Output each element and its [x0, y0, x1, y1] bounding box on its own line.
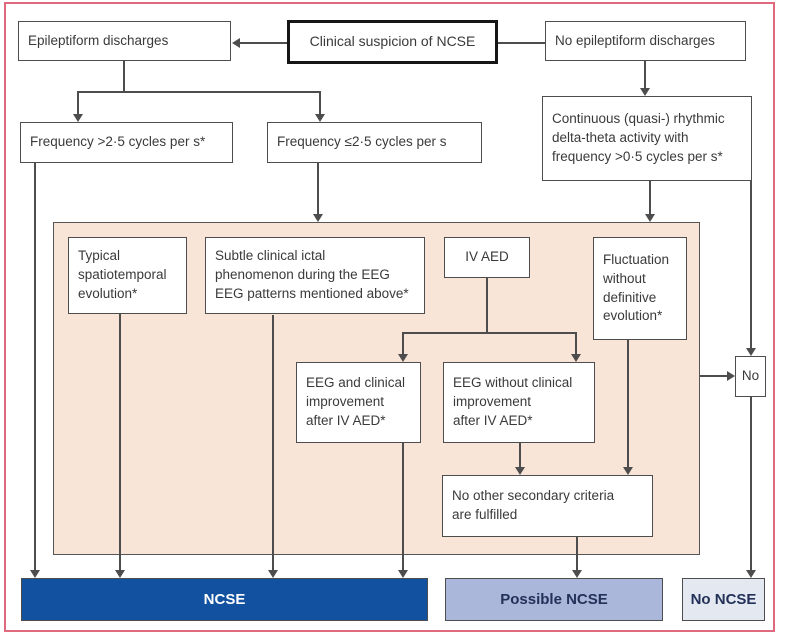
arrowhead-down [623, 467, 633, 475]
connector-line [77, 92, 79, 115]
connector-line [498, 42, 545, 44]
connector-line [576, 537, 578, 571]
connector-line [750, 397, 752, 571]
connector-line [750, 181, 752, 349]
outcome-possible-ncse-bar: Possible NCSE [445, 578, 663, 621]
connector-line [123, 61, 125, 91]
arrowhead-right [727, 371, 735, 381]
connector-line [119, 314, 121, 571]
connector-line [34, 163, 36, 571]
connector-line [402, 333, 404, 355]
figure-border [4, 2, 775, 632]
connector-line [700, 375, 728, 377]
arrowhead-down [572, 570, 582, 578]
arrowhead-left [232, 38, 240, 48]
node-subtle-clinical-ictal: Subtle clinical ictal phenomenon during … [205, 237, 425, 314]
node-frequency-below-2-5: Frequency ≤2·5 cycles per s [267, 122, 482, 163]
arrowhead-down [268, 570, 278, 578]
arrowhead-down [398, 354, 408, 362]
outcome-ncse-bar: NCSE [21, 578, 428, 621]
node-eeg-without-clinical-improvement: EEG without clinical improvement after I… [443, 362, 595, 443]
connector-line [519, 443, 521, 468]
outcome-no-ncse-bar: No NCSE [682, 578, 765, 621]
connector-line [649, 181, 651, 215]
node-iv-aed: IV AED [444, 237, 530, 278]
node-typical-spatiotemporal-evolution: Typical spatiotemporal evolution* [68, 237, 187, 314]
arrowhead-down [115, 570, 125, 578]
node-epileptiform-discharges: Epileptiform discharges [18, 21, 231, 61]
node-frequency-above-2-5: Frequency >2·5 cycles per s* [20, 122, 233, 163]
connector-line [575, 333, 577, 355]
node-no-epileptiform-discharges: No epileptiform discharges [545, 21, 746, 61]
connector-line [77, 91, 321, 93]
node-continuous-rhythmic-activity: Continuous (quasi-) rhythmic delta-theta… [542, 96, 752, 181]
arrowhead-down [645, 214, 655, 222]
connector-line [486, 278, 488, 334]
arrowhead-down [315, 114, 325, 122]
connector-line [317, 163, 319, 215]
connector-line [644, 61, 646, 89]
connector-line [272, 315, 274, 571]
node-fluctuation-without-evolution: Fluctuation without definitive evolution… [593, 237, 687, 340]
arrowhead-down [515, 467, 525, 475]
connector-line [402, 443, 404, 571]
connector-line [402, 332, 577, 334]
node-clinical-suspicion: Clinical suspicion of NCSE [287, 20, 498, 64]
connector-line [240, 42, 287, 44]
arrowhead-down [746, 348, 756, 356]
node-eeg-and-clinical-improvement: EEG and clinical improvement after IV AE… [296, 362, 421, 443]
connector-line [627, 340, 629, 468]
connector-line [319, 92, 321, 115]
arrowhead-down [313, 214, 323, 222]
node-no: No [735, 356, 766, 397]
node-no-other-secondary-criteria: No other secondary criteria are fulfille… [442, 475, 653, 537]
arrowhead-down [746, 570, 756, 578]
arrowhead-down [571, 354, 581, 362]
arrowhead-down [640, 88, 650, 96]
arrowhead-down [30, 570, 40, 578]
arrowhead-down [73, 114, 83, 122]
arrowhead-down [398, 570, 408, 578]
